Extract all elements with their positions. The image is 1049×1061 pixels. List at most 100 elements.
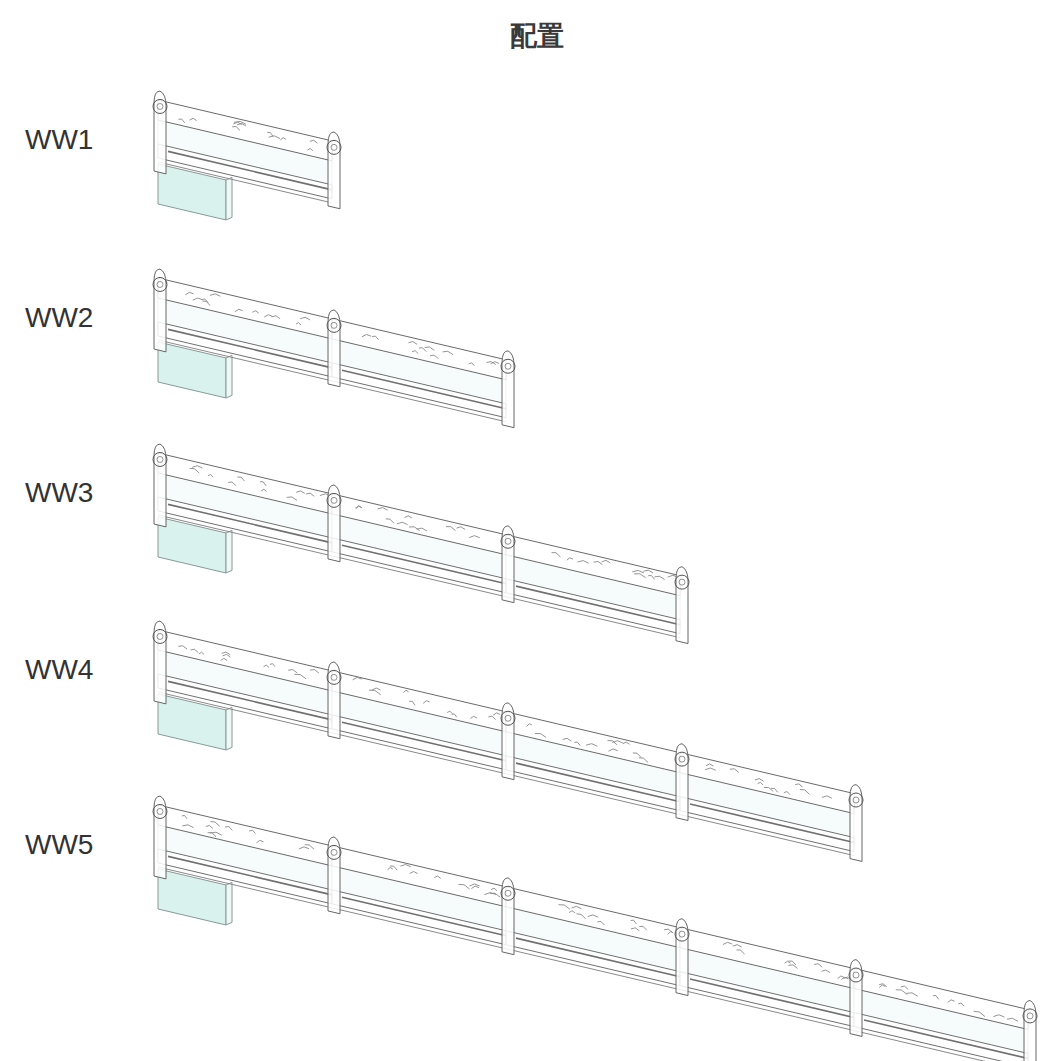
water-ripple bbox=[901, 986, 908, 989]
water-ripple bbox=[178, 646, 187, 649]
water-ripple bbox=[578, 561, 589, 564]
water-ripple bbox=[879, 984, 886, 987]
water-ripple bbox=[234, 121, 246, 124]
end-plate bbox=[154, 621, 166, 704]
pump-base bbox=[158, 869, 226, 925]
water-ripple bbox=[307, 148, 312, 150]
water-ripple bbox=[588, 915, 599, 917]
tube-fitting-inner bbox=[331, 322, 337, 328]
pump-base-side bbox=[226, 177, 232, 220]
tube-fitting bbox=[327, 845, 341, 859]
water-tube bbox=[506, 712, 680, 773]
water-ripple bbox=[841, 977, 848, 979]
water-ripple bbox=[178, 119, 184, 123]
end-plate bbox=[328, 837, 340, 914]
water-ripple bbox=[822, 796, 832, 798]
end-plate bbox=[676, 919, 688, 996]
water-tube bbox=[158, 453, 332, 514]
water-ripple bbox=[737, 950, 745, 954]
water-ripple bbox=[182, 815, 187, 818]
tube-fitting bbox=[153, 277, 167, 291]
water-ripple bbox=[733, 945, 742, 947]
end-plate bbox=[676, 567, 688, 644]
water-ripple bbox=[609, 749, 618, 751]
water-ripple bbox=[296, 323, 301, 325]
water-ripple bbox=[706, 764, 713, 766]
tray-rail bbox=[332, 556, 506, 597]
end-plate bbox=[850, 785, 862, 862]
water-wall-row bbox=[153, 621, 863, 861]
water-ripple bbox=[993, 1015, 1004, 1017]
water-ripple bbox=[933, 996, 939, 1000]
water-ripple bbox=[210, 294, 220, 296]
water-ripple bbox=[306, 493, 314, 496]
water-ripple bbox=[471, 886, 479, 888]
tube-fitting-inner bbox=[157, 456, 163, 462]
end-plate bbox=[328, 662, 340, 739]
water-ripple bbox=[491, 362, 499, 364]
water-ripple bbox=[249, 830, 256, 833]
tray-rail bbox=[158, 162, 332, 203]
tube-fitting-inner bbox=[853, 797, 859, 803]
tube-fitting bbox=[849, 793, 863, 807]
tube-fitting bbox=[849, 968, 863, 982]
tube-fitting bbox=[327, 140, 341, 154]
water-ripple bbox=[425, 347, 435, 350]
water-ripple bbox=[182, 825, 193, 828]
water-ripple bbox=[559, 905, 570, 910]
pump-base-side bbox=[226, 355, 232, 398]
tube-fitting-inner bbox=[505, 890, 511, 896]
water-ripple bbox=[434, 876, 440, 878]
tube-fitting-inner bbox=[679, 931, 685, 937]
water-ripple bbox=[535, 734, 546, 738]
tube-fitting-inner bbox=[157, 808, 163, 814]
tray-rail bbox=[506, 774, 680, 815]
water-ripple bbox=[386, 519, 394, 523]
water-ripple bbox=[267, 132, 273, 136]
water-ripple bbox=[788, 961, 796, 965]
pump-base bbox=[158, 164, 226, 220]
tube-fitting bbox=[327, 670, 341, 684]
water-ripple bbox=[705, 768, 716, 770]
tube-fitting bbox=[327, 493, 341, 507]
water-ripple bbox=[814, 964, 822, 967]
water-tube bbox=[854, 969, 1028, 1030]
water-ripple bbox=[586, 744, 597, 747]
water-ripple bbox=[423, 701, 429, 704]
water-ripple bbox=[353, 677, 362, 679]
water-ripple bbox=[192, 466, 202, 468]
water-ripple bbox=[488, 716, 495, 719]
configuration-label: WW1 bbox=[25, 124, 93, 156]
water-ripple bbox=[237, 477, 244, 481]
water-ripple bbox=[287, 497, 297, 500]
water-ripple bbox=[443, 351, 454, 354]
configuration-label: WW4 bbox=[25, 654, 93, 686]
water-ripple bbox=[795, 784, 802, 787]
water-ripple bbox=[822, 970, 831, 973]
water-ripple bbox=[948, 1000, 955, 1003]
water-ripple bbox=[491, 888, 497, 890]
water-tube bbox=[158, 805, 332, 866]
water-ripple bbox=[470, 716, 477, 718]
water-ripple bbox=[362, 334, 371, 336]
water-ripple bbox=[294, 674, 306, 678]
tube-fitting-inner bbox=[331, 144, 337, 150]
tray-rail bbox=[158, 340, 332, 381]
tube-fitting bbox=[501, 711, 515, 725]
water-ripple bbox=[597, 921, 604, 925]
pump-base-side bbox=[226, 882, 232, 925]
pump-base-side bbox=[226, 707, 232, 750]
water-ripple bbox=[446, 527, 456, 531]
water-ripple bbox=[256, 840, 263, 843]
water-ripple bbox=[397, 522, 408, 524]
tube-fitting-inner bbox=[157, 281, 163, 287]
water-ripple bbox=[310, 670, 319, 674]
water-ripple bbox=[623, 742, 630, 744]
water-wall-row bbox=[153, 796, 1037, 1061]
water-ripple bbox=[372, 336, 379, 340]
water-ripple bbox=[800, 789, 810, 794]
end-plate bbox=[676, 744, 688, 821]
end-plate bbox=[850, 960, 862, 1037]
water-ripple bbox=[879, 985, 885, 987]
water-ripple bbox=[723, 942, 732, 944]
